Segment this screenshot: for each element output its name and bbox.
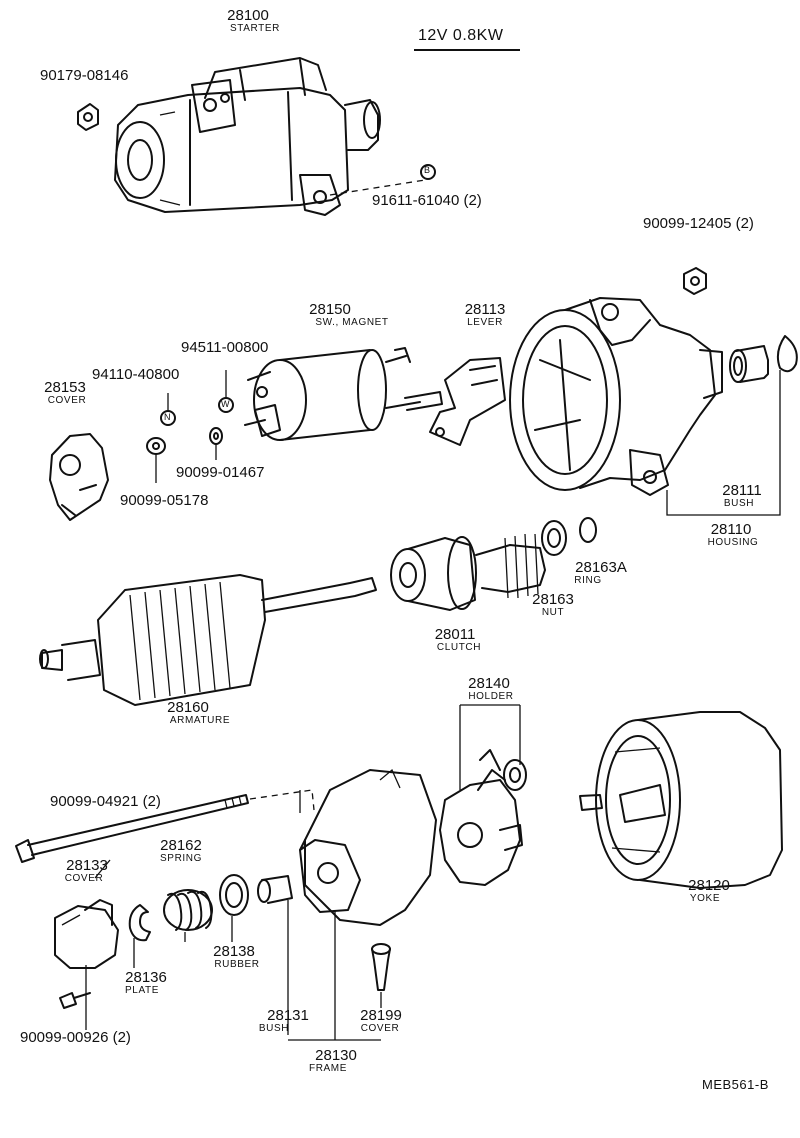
housing-number[interactable]: 28110 (710, 521, 752, 538)
nut-28163-number[interactable]: 28163 (532, 591, 574, 608)
yoke-drawing (579, 711, 783, 889)
cover-cap-28199-icon (371, 943, 391, 991)
starter-number[interactable]: 28100 (227, 7, 269, 24)
frame-name: FRAME (309, 1063, 347, 1074)
page-title: 12V 0.8KW (418, 27, 504, 44)
lever-name: LEVER (467, 317, 503, 328)
bush-28131-icon (257, 875, 293, 904)
cap-icon (776, 335, 798, 373)
frame-drawing (299, 768, 437, 926)
bush-28111-number[interactable]: 28111 (722, 482, 762, 499)
holder-name: HOLDER (468, 691, 514, 702)
plate-name: PLATE (125, 985, 159, 996)
armature-drawing (39, 574, 377, 706)
bolt-90179-icon (77, 103, 99, 131)
screw-00926-icon (59, 992, 91, 1009)
bolt-90179-number[interactable]: 90179-08146 (40, 67, 129, 84)
lever-number[interactable]: 28113 (464, 301, 506, 318)
nut-28163-name: NUT (541, 607, 565, 618)
housing-name: HOUSING (707, 537, 759, 548)
washer-01467-number[interactable]: 90099-01467 (176, 464, 265, 481)
holder-drawing (439, 749, 523, 886)
spring-number[interactable]: 28162 (160, 837, 202, 854)
holder-number[interactable]: 28140 (468, 675, 510, 692)
magnet-switch-drawing (244, 347, 443, 441)
n-label: N (164, 412, 172, 422)
clutch-drawing (390, 533, 546, 611)
washer-01467-icon (209, 427, 223, 445)
nut-28163-icon (541, 520, 567, 556)
diagram-code: MEB561-B (702, 1077, 769, 1092)
cover-28153-drawing (49, 433, 109, 521)
cover-28133-number[interactable]: 28133 (66, 857, 108, 874)
ring-number[interactable]: 28163A (575, 559, 627, 576)
armature-name: ARMATURE (169, 715, 231, 726)
spring-28162-icon (163, 889, 213, 931)
b-label: B (424, 165, 431, 175)
long-bolt-drawing (15, 794, 249, 863)
magnet-name: SW., MAGNET (315, 317, 389, 328)
w-washer-number[interactable]: 94511-00800 (181, 339, 269, 356)
w-label: W (221, 399, 231, 409)
starter-name: STARTER (230, 23, 280, 34)
armature-number[interactable]: 28160 (167, 699, 209, 716)
magnet-number[interactable]: 28150 (309, 301, 351, 318)
bush-28131-name: BUSH (258, 1023, 290, 1034)
plate-number[interactable]: 28136 (125, 969, 167, 986)
holder-spring-icon (503, 759, 527, 791)
bush-28131-number[interactable]: 28131 (267, 1007, 309, 1024)
clutch-name: CLUTCH (436, 642, 482, 653)
starter-assembly (114, 57, 381, 216)
b-bolt-icon (420, 164, 436, 180)
ring-28163a-icon (579, 517, 597, 543)
bolt-04921-number[interactable]: 90099-04921 (2) (50, 793, 161, 810)
bush-28111-drawing (729, 345, 769, 383)
housing-drawing (509, 297, 723, 496)
cover-28133-drawing (54, 899, 119, 969)
nut-12405-number[interactable]: 90099-12405 (2) (643, 215, 754, 232)
frame-number[interactable]: 28130 (315, 1047, 357, 1064)
cover-28153-name: COVER (47, 395, 87, 406)
bolt-61040-number[interactable]: 91611-61040 (2) (372, 192, 482, 209)
rubber-name: RUBBER (214, 959, 260, 970)
nut-05178-number[interactable]: 90099-05178 (120, 492, 209, 509)
n-nut-icon (146, 437, 166, 455)
yoke-number[interactable]: 28120 (688, 877, 730, 894)
clutch-number[interactable]: 28011 (434, 626, 476, 643)
lever-drawing (429, 357, 506, 446)
screw-00926-number[interactable]: 90099-00926 (2) (20, 1029, 131, 1046)
yoke-name: YOKE (689, 893, 721, 904)
rubber-28138-icon (219, 874, 249, 916)
plate-28136-icon (128, 904, 151, 942)
rubber-number[interactable]: 28138 (213, 943, 255, 960)
title-underline (414, 49, 520, 51)
cover-28199-name: COVER (360, 1023, 400, 1034)
nut-12405-icon (683, 267, 707, 295)
bush-28111-name: BUSH (723, 498, 755, 509)
n-nut-number[interactable]: 94110-40800 (92, 366, 180, 383)
spring-name: SPRING (160, 853, 202, 864)
cover-28153-number[interactable]: 28153 (44, 379, 86, 396)
cover-28133-name: COVER (64, 873, 104, 884)
ring-name: RING (574, 575, 602, 586)
cover-28199-number[interactable]: 28199 (360, 1007, 402, 1024)
